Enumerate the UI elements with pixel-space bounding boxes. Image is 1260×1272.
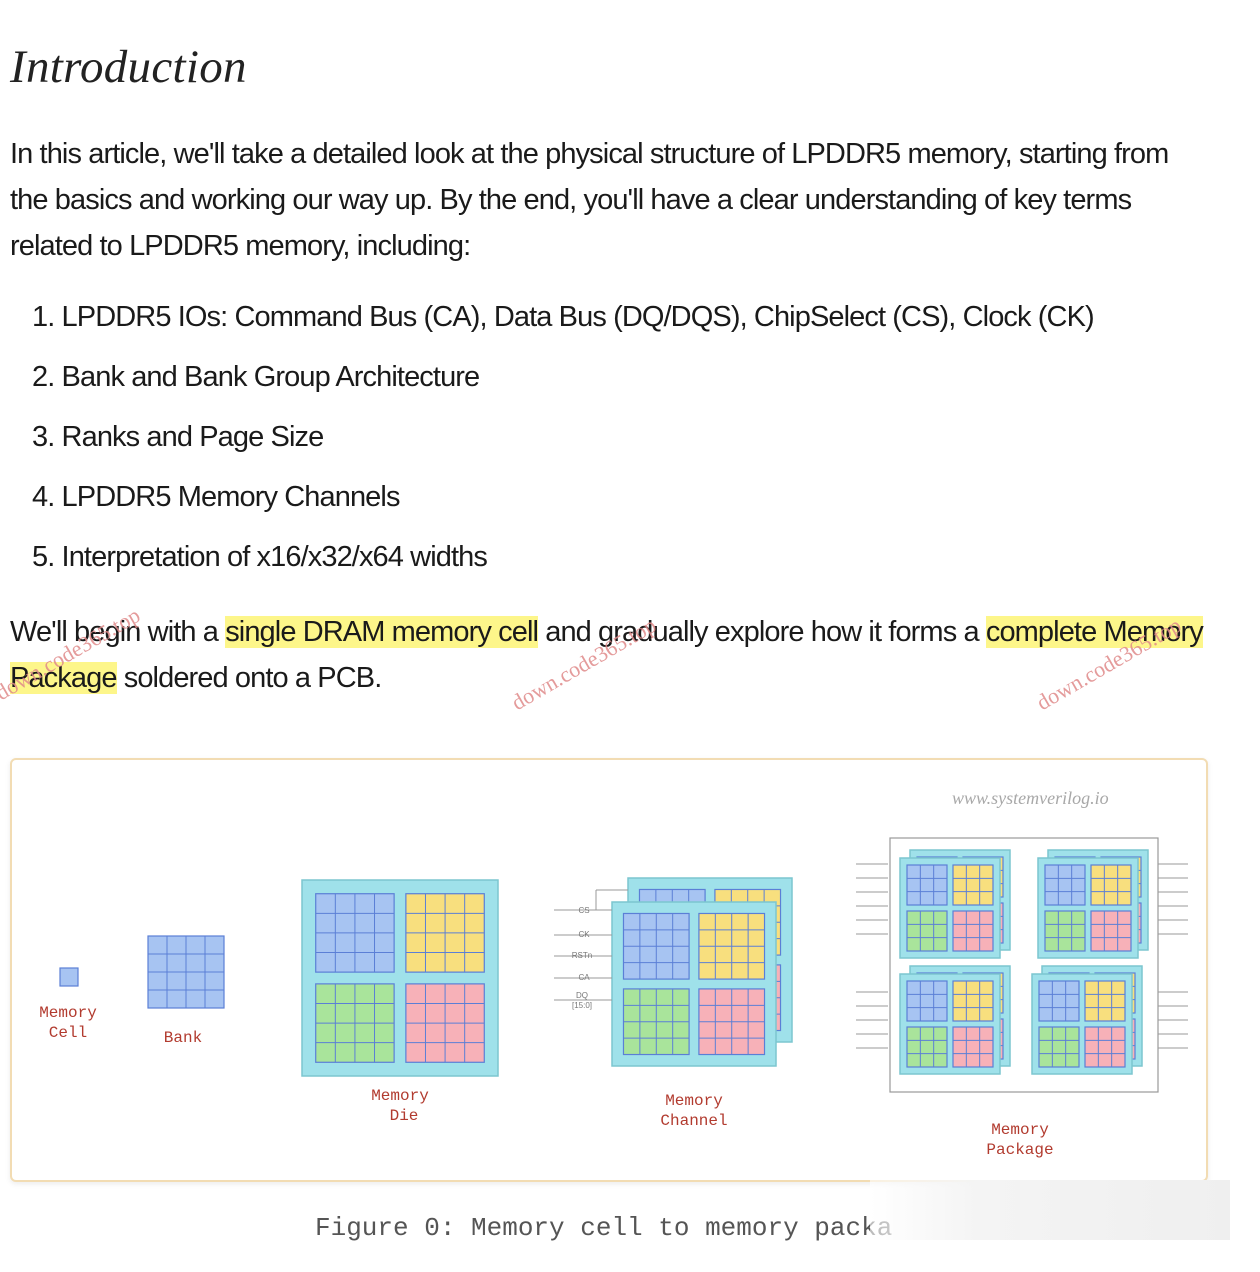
credit-text: www.systemverilog.io bbox=[952, 788, 1109, 808]
bank-group-pink bbox=[1084, 1026, 1126, 1068]
bank-group-pink bbox=[1090, 910, 1132, 952]
label-memory-cell: Cell bbox=[49, 1024, 87, 1042]
bank-group-green bbox=[1038, 1026, 1080, 1068]
label-memory-package: Package bbox=[986, 1141, 1053, 1159]
overview-text: We'll begin with a bbox=[10, 616, 226, 648]
signal-label: [15:0] bbox=[572, 1001, 592, 1010]
signal-label: CA bbox=[578, 973, 590, 982]
bank-group-green bbox=[1044, 910, 1086, 952]
bank-group-yellow bbox=[952, 864, 994, 906]
figure-caption: Figure 0: Memory cell to memory packa bbox=[315, 1213, 893, 1243]
memory-hierarchy-diagram: www.systemverilog.io Memory Cell Bank Me… bbox=[39, 788, 1188, 1159]
list-item: 3. Ranks and Page Size bbox=[32, 421, 324, 453]
list-item: 1. LPDDR5 IOs: Command Bus (CA), Data Bu… bbox=[32, 301, 1095, 333]
bank-group-pink bbox=[952, 910, 994, 952]
overview-paragraph: We'll begin with a single DRAM memory ce… bbox=[10, 609, 1210, 701]
bank-group-blue bbox=[1044, 864, 1086, 906]
bank-group-yellow bbox=[1084, 980, 1126, 1022]
highlight-memory-cell: single DRAM memory cell bbox=[225, 616, 539, 648]
bank-group-blue bbox=[906, 864, 948, 906]
label-memory-package: Memory bbox=[991, 1121, 1049, 1139]
label-memory-channel: Memory bbox=[665, 1092, 723, 1110]
signal-label: RSTn bbox=[572, 951, 592, 960]
signal-label: DQ bbox=[576, 991, 588, 1000]
label-memory-cell: Memory bbox=[39, 1004, 97, 1022]
bank-group-pink bbox=[952, 1026, 994, 1068]
signal-label: CS bbox=[578, 906, 589, 915]
figure-panel: www.systemverilog.io Memory Cell Bank Me… bbox=[10, 758, 1208, 1182]
intro-paragraph: In this article, we'll take a detailed l… bbox=[10, 138, 1169, 262]
label-memory-die: Die bbox=[390, 1107, 419, 1125]
label-memory-channel: Channel bbox=[660, 1112, 727, 1130]
signal-label: CK bbox=[578, 930, 590, 939]
bank-group-blue bbox=[906, 980, 948, 1022]
bank-group-yellow bbox=[1090, 864, 1132, 906]
list-item: 5. Interpretation of x16/x32/x64 widths bbox=[32, 541, 488, 573]
label-memory-die: Memory bbox=[371, 1087, 429, 1105]
list-item: 2. Bank and Bank Group Architecture bbox=[32, 361, 480, 393]
article-title: Introduction bbox=[10, 41, 247, 93]
memory-cell bbox=[59, 967, 79, 987]
bank-group-green bbox=[906, 1026, 948, 1068]
bank-group-green bbox=[906, 910, 948, 952]
label-bank: Bank bbox=[164, 1029, 202, 1047]
list-item: 4. LPDDR5 Memory Channels bbox=[32, 481, 400, 513]
overview-text: and gradually explore how it forms a bbox=[538, 616, 986, 648]
bank-group-yellow bbox=[952, 980, 994, 1022]
screen-fade-overlay bbox=[870, 1180, 1230, 1240]
bank-group-blue bbox=[1038, 980, 1080, 1022]
overview-text: soldered onto a PCB. bbox=[116, 662, 383, 694]
term-list: 1. LPDDR5 IOs: Command Bus (CA), Data Bu… bbox=[32, 296, 1095, 596]
